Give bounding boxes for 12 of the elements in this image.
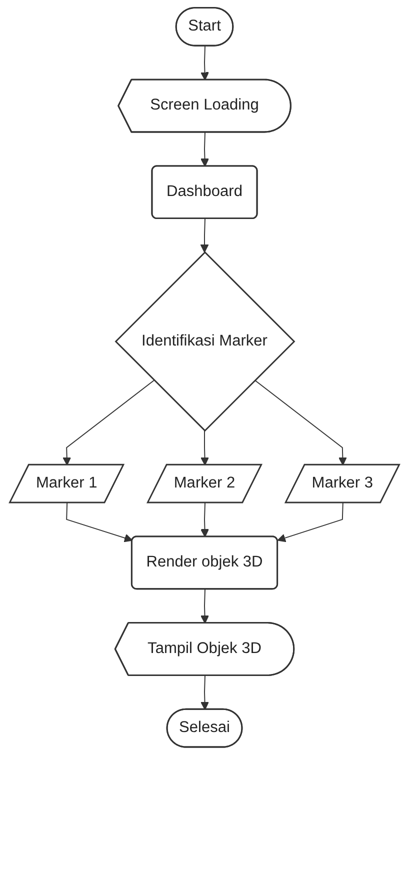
arrow	[200, 588, 210, 624]
arrow	[200, 502, 210, 538]
arrow	[200, 46, 210, 80]
arrow	[200, 218, 209, 253]
arrow	[200, 430, 210, 466]
node-diamond: Identifikasi Marker	[114, 251, 296, 432]
arrow	[66, 502, 133, 542]
arrow	[62, 380, 155, 466]
arrow	[277, 502, 344, 542]
arrow	[200, 132, 210, 167]
arrow	[200, 675, 210, 710]
arrow	[254, 380, 347, 466]
